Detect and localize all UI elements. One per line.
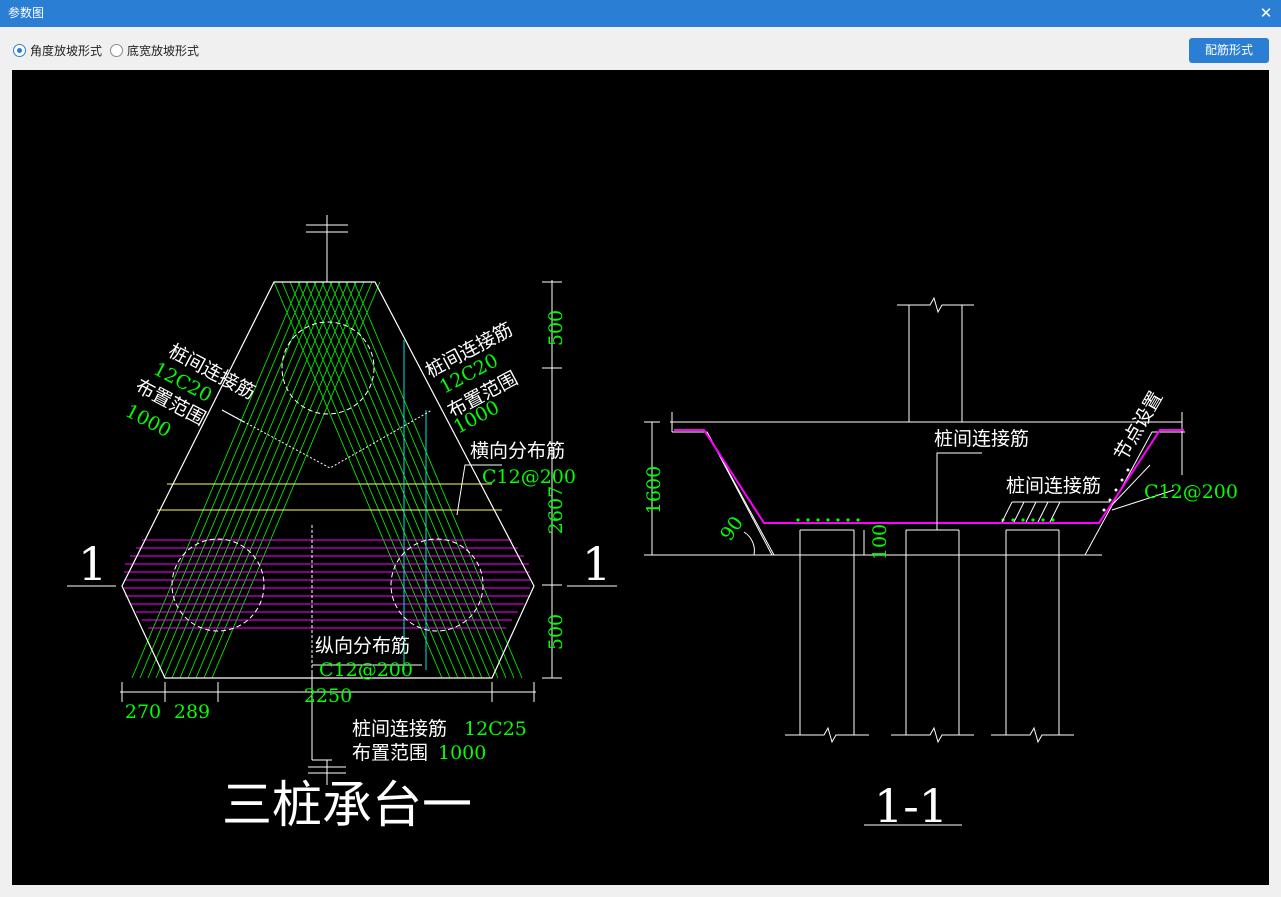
pile-cap-outline	[121, 281, 535, 679]
bottom-conn-spec: 12C25	[464, 718, 527, 740]
longitudinal-spec: C12@200	[319, 659, 413, 681]
section-view	[644, 296, 1185, 826]
section-title: 1-1	[874, 779, 948, 833]
section-dim-embed: 100	[869, 524, 891, 560]
dim-top: 500	[545, 310, 567, 346]
toolbar: 角度放坡形式 底宽放坡形式 配筋形式	[0, 27, 1281, 69]
radio-width-label: 底宽放坡形式	[127, 43, 200, 58]
rebar-band-bottom	[124, 539, 530, 629]
dim-left-b: 289	[174, 701, 210, 723]
section-conn-side: 桩间连接筋	[1006, 475, 1101, 497]
dim-left-a: 270	[125, 701, 161, 723]
bottom-range-value: 1000	[438, 742, 486, 764]
rebar-band-right	[131, 281, 381, 679]
pile-top	[281, 321, 375, 415]
close-icon[interactable]: ✕	[1259, 4, 1273, 22]
dim-middle: 2607	[545, 486, 567, 534]
longitudinal-name: 纵向分布筋	[315, 635, 410, 657]
pile-right	[390, 538, 484, 632]
rebar-dots-left	[796, 518, 860, 522]
section-dim-height: 1600	[643, 466, 665, 514]
radio-width-slope[interactable]: 底宽放坡形式	[110, 42, 199, 58]
rebar-form-button[interactable]: 配筋形式	[1189, 38, 1269, 63]
parameter-drawing-canvas: 1 1 桩间连接筋 12C20 布置范围 1000 桩间连接筋 12C20 布置…	[12, 70, 1269, 885]
rebar-dots-right	[1001, 518, 1055, 522]
section-mark-right: 1	[582, 537, 611, 591]
dim-width: 2250	[304, 685, 352, 707]
radio-angle-label: 角度放坡形式	[30, 43, 103, 58]
window-title: 参数图	[8, 6, 45, 20]
section-conn-top: 桩间连接筋	[934, 428, 1029, 450]
radio-checked-icon	[13, 43, 26, 57]
section-piles	[785, 529, 1074, 744]
bottom-range-label: 布置范围	[352, 742, 428, 764]
radio-unchecked-icon	[110, 43, 123, 57]
pile-left	[171, 538, 265, 632]
section-dim-angle: 90	[716, 512, 748, 544]
transverse-name: 横向分布筋	[470, 440, 565, 462]
plan-view	[67, 215, 617, 785]
radio-angle-slope[interactable]: 角度放坡形式	[13, 42, 102, 58]
section-mark-left: 1	[78, 537, 107, 591]
bottom-conn-name: 桩间连接筋	[352, 718, 447, 740]
cad-drawing: 1 1 桩间连接筋 12C20 布置范围 1000 桩间连接筋 12C20 布置…	[67, 215, 1238, 834]
dim-bottom: 500	[545, 614, 567, 650]
node-setting: 节点设置	[1110, 388, 1167, 465]
transverse-spec: C12@200	[482, 466, 576, 488]
title-bar: 参数图 ✕	[0, 0, 1281, 27]
section-rebar	[674, 429, 1184, 524]
section-side-spec: C12@200	[1144, 481, 1238, 503]
plan-title: 三桩承台一	[222, 776, 472, 834]
